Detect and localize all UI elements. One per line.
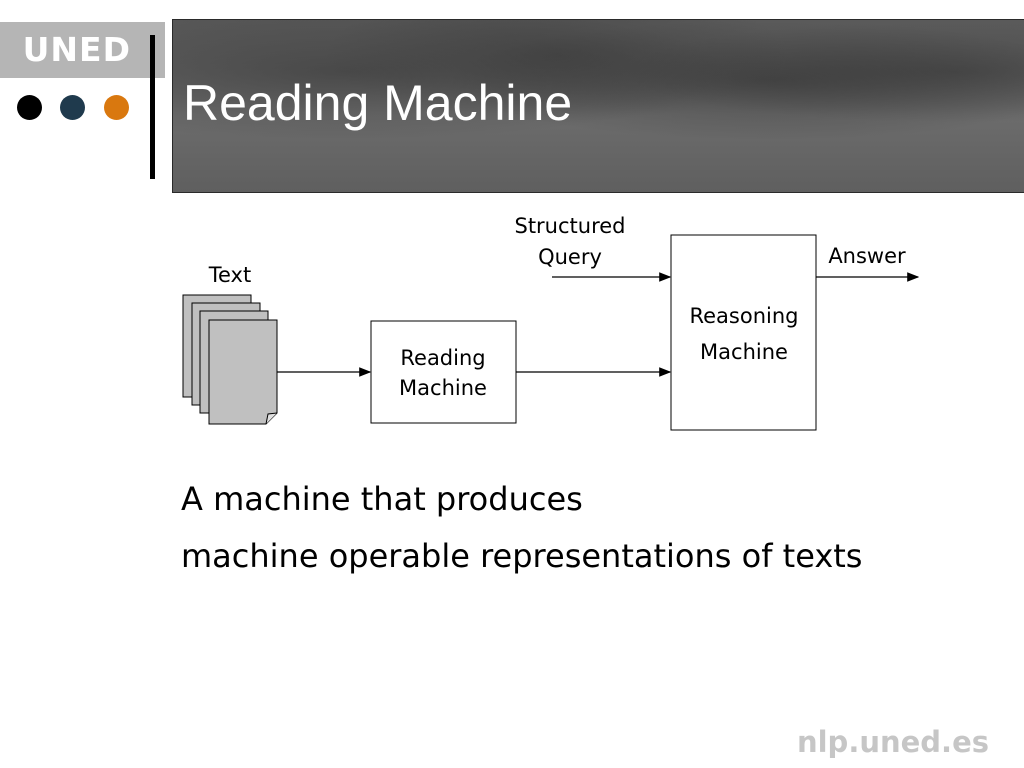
logo-box: UNED [0,22,165,78]
description-line2: machine operable representations of text… [181,537,863,575]
black-dot [17,95,42,120]
structured-query-label-line1: Structured [514,214,625,238]
navy-dot [60,95,85,120]
title-banner: Reading Machine [172,19,1024,193]
reading-machine-label-line2: Machine [399,376,487,400]
reasoning-machine-box [670,234,817,431]
reading-machine-box [370,320,517,424]
reading-machine-label-line1: Reading [400,346,485,370]
reasoning-machine-label-line1: Reasoning [689,304,798,328]
description: A machine that produces machine operable… [181,477,862,591]
uned-logo-text: UNED [22,30,131,69]
structured-query-label-line2: Query [538,245,602,269]
vertical-divider [150,35,155,179]
text-label: Text [208,263,251,287]
orange-dot [104,95,129,120]
answer-label: Answer [828,244,906,268]
text-documents-icon [182,294,278,425]
description-line1: A machine that produces [181,480,583,518]
reasoning-machine-label-line2: Machine [700,340,788,364]
footer-url: nlp.uned.es [796,725,989,759]
banner-photo-background [173,20,1024,192]
slide-title: Reading Machine [183,75,573,131]
